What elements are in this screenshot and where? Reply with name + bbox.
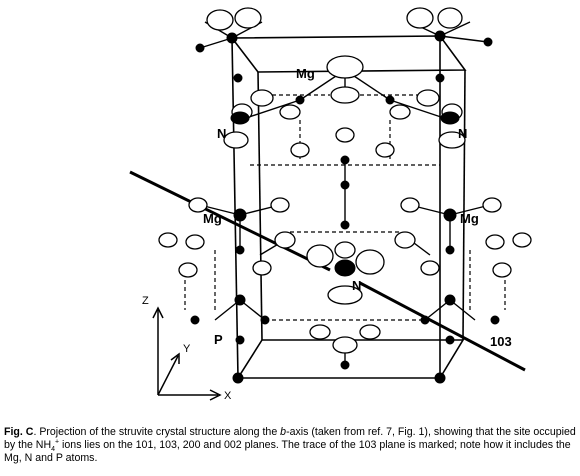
atom-label-p-left: P (214, 332, 223, 347)
atom-label-mg-left: Mg (203, 211, 222, 226)
axis-label-z: Z (142, 295, 149, 307)
atom-label-mg-top: Mg (296, 66, 315, 81)
axis-labels: Z Y X (142, 295, 232, 402)
plane-trace-103 (129, 170, 526, 372)
caption-text-2: -axis (taken from ref. 7, Fig. 1), showi… (4, 426, 576, 451)
unit-cell-box (230, 35, 467, 379)
caption-subscript: 4 (51, 446, 56, 454)
caption-text-1: . Projection of the struvite crystal str… (33, 426, 281, 438)
axis-label-y: Y (183, 343, 191, 355)
axis-triad (152, 306, 222, 401)
caption-text-3: ions lies on the 101, 103, 200 and 002 p… (4, 439, 571, 464)
atom-label-n-center: N (352, 278, 361, 293)
atom-label-mg-right: Mg (460, 211, 479, 226)
dark-atoms (190, 30, 500, 384)
plane-label-103: 103 (490, 334, 512, 349)
caption-superscript: + (55, 438, 60, 446)
open-atoms (158, 7, 532, 354)
atom-label-n-right: N (458, 126, 467, 141)
caption-label: Fig. C (4, 426, 34, 438)
caption-axis-name: b (280, 426, 287, 438)
atom-labels: Mg N N Mg Mg N P 103 (203, 66, 512, 349)
struvite-crystal-figure: Mg N N Mg Mg N P 103 Z Y X (129, 7, 532, 402)
hydrogen-bonds (184, 94, 506, 321)
atom-label-n-left: N (217, 126, 226, 141)
figure-caption: Fig. C. Projection of the struvite cryst… (4, 426, 576, 465)
axis-label-x: X (224, 390, 232, 402)
